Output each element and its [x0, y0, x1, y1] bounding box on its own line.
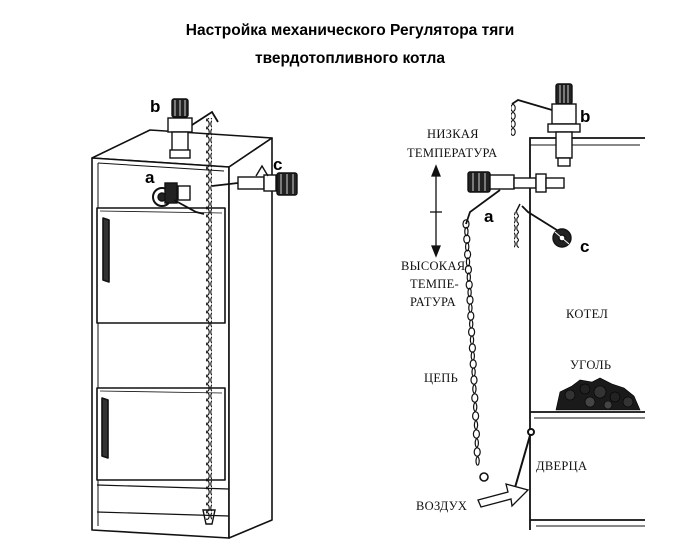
left-boiler	[91, 129, 273, 539]
label-coal: УГОЛЬ	[570, 358, 611, 372]
temperature-range-arrow	[430, 164, 442, 258]
label-high-temp-1: ВЫСОКАЯ	[401, 259, 465, 273]
chain-link	[465, 279, 473, 290]
chain-link	[468, 303, 473, 313]
lower-door	[96, 387, 226, 481]
right-label-a: a	[484, 207, 494, 226]
chain-link	[467, 287, 472, 298]
chain-link	[469, 359, 477, 369]
chain-hook	[479, 472, 489, 482]
chain-link	[475, 456, 480, 466]
chain-link	[472, 411, 480, 421]
label-low-temp-2: ТЕМПЕРАТУРА	[407, 146, 498, 160]
chain-link	[469, 319, 474, 329]
chain-link	[463, 234, 471, 244]
chain-link	[465, 257, 471, 267]
chain-link	[468, 327, 476, 337]
label-boiler: КОТЕЛ	[566, 307, 608, 321]
title-line-2: твердотопливного котла	[254, 50, 445, 67]
label-high-temp-2: ТЕМПЕ-	[410, 277, 459, 291]
lower-door-handle	[101, 397, 109, 459]
left-regulator-a	[152, 182, 205, 215]
chain-link	[473, 402, 478, 412]
air-arrow	[477, 483, 530, 508]
chain-link	[464, 226, 469, 237]
left-label-b: b	[150, 97, 160, 116]
label-low-temp-1: НИЗКАЯ	[427, 127, 479, 141]
right-label-c: c	[580, 237, 589, 256]
left-label-a: a	[145, 168, 155, 187]
chain-link	[472, 429, 480, 439]
label-high-temp-3: РАТУРА	[410, 295, 456, 309]
upper-door	[96, 207, 226, 324]
chain-link	[473, 447, 481, 457]
title-line-1: Настройка механического Регулятора тяги	[185, 22, 515, 39]
chain-link	[471, 393, 479, 403]
boiler-shell	[529, 137, 645, 530]
left-regulator-b	[167, 98, 219, 159]
chain-link	[468, 343, 476, 353]
chain-link	[474, 438, 479, 448]
boiler-side-face	[228, 137, 273, 539]
chain-link	[462, 219, 470, 229]
chain-link	[471, 367, 476, 377]
label-air: ВОЗДУХ	[416, 499, 467, 513]
coal-pile	[555, 377, 641, 411]
right-label-b: b	[580, 107, 590, 126]
chain-link	[473, 420, 479, 430]
right-regulator-c	[514, 203, 572, 248]
chain-link	[466, 272, 471, 282]
upper-door-handle	[102, 217, 110, 283]
left-regulator-c	[211, 164, 298, 196]
left-chain	[202, 118, 216, 525]
chain-link	[467, 311, 475, 321]
right-regulator-b	[511, 83, 581, 167]
label-chain: ЦЕПЬ	[424, 371, 458, 385]
chain-link	[470, 351, 475, 361]
right-regulator-a	[465, 171, 565, 225]
chain-link	[465, 242, 470, 252]
chain-link	[464, 264, 472, 275]
chain-link	[472, 384, 477, 394]
right-chain-links	[462, 219, 481, 466]
left-label-c: c	[273, 155, 282, 174]
chain-link	[470, 375, 478, 385]
right-boiler-section	[529, 137, 645, 530]
label-door: ДВЕРЦА	[536, 459, 587, 473]
chain-link	[464, 249, 472, 260]
chain-link	[469, 335, 475, 345]
